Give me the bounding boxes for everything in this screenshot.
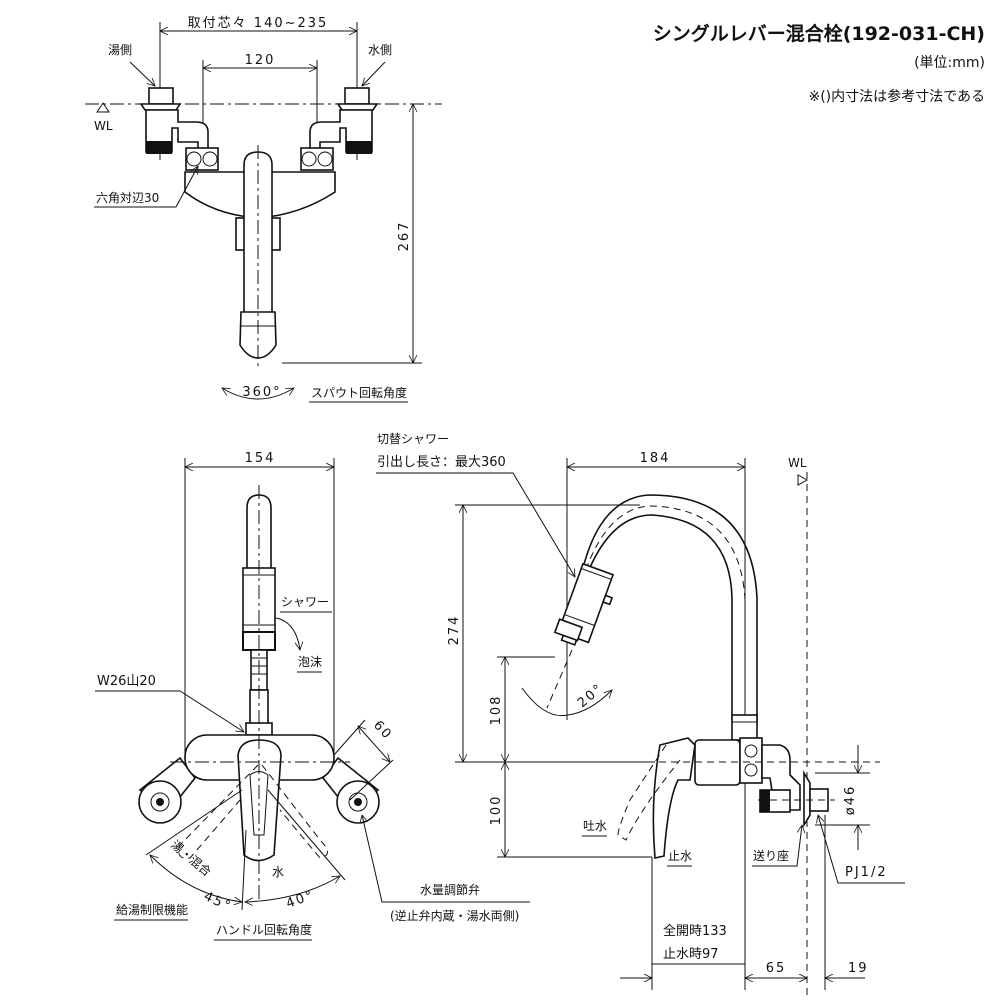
reference-note: ※()内寸法は参考寸法である [808,88,985,105]
height-100-label: 100 [489,795,504,826]
unit-label: (単位:mm) [914,55,985,71]
hot-side-label: 湯側 [108,43,132,57]
stop-open-label: 止水時97 [663,947,719,962]
shower-label: シャワー [281,595,329,609]
handle-rotation-label: ハンドル回転角度 [216,922,312,937]
width-154-label: 154 [245,451,276,466]
hot-angle-label: 45° [201,889,234,915]
cold-angle-label: 40° [284,888,316,912]
product-title: シングルレバー混合栓(192-031-CH) [653,22,985,45]
thread-label: W26山20 [97,674,156,689]
wl-marker-icon [797,474,809,486]
spout-rotation-label: スパウト回転角度 [311,385,407,400]
top-view: 取付芯々 140~235 120 湯側 水側 WL 六角対辺30 [85,16,442,403]
seat-label: 送り座 [753,848,789,863]
reach-184-label: 184 [640,451,671,466]
height-267-label: 267 [397,221,412,252]
inner-pitch-label: 120 [245,53,276,68]
rotation-arrow-icon [222,388,294,400]
wall-line-label: WL [788,456,807,470]
hex-size-label: 六角対辺30 [96,191,159,205]
hot-mix-label: 湯・混合 [168,837,214,879]
depth-65-label: 65 [766,961,787,976]
height-274-label: 274 [447,615,462,646]
cold-side-label: 水側 [368,43,392,57]
pipe-label: PJ1/2 [845,865,888,880]
side-view: 切替シャワー 引出し長さ：最大360 184 WL [376,432,905,995]
valve-note-label: (逆止弁内蔵・湯水両側) [390,908,519,923]
pull-length-label: 引出し長さ：最大360 [377,455,506,470]
wl-triangle-icon [96,102,110,113]
foam-label: 泡沫 [298,655,322,669]
valve-label: 水量調節弁 [420,882,480,897]
spout-water-label: 吐水 [583,819,607,833]
stop-water-label: 止水 [668,849,692,863]
full-open-label: 全開時133 [663,923,727,939]
diameter-46-label: ø46 [843,785,858,816]
hot-limit-label: 給湯制限機能 [116,902,188,917]
offset-60-label: 60 [370,718,395,743]
shower-switch-label: 切替シャワー [377,432,449,446]
mount-pitch-label: 取付芯々 140~235 [188,16,329,31]
cold-label: 水 [272,865,284,879]
seat-depth-19-label: 19 [848,961,869,976]
height-108-label: 108 [489,695,504,726]
front-view: 154 シャワー 泡沫 W26山20 60 [95,451,530,941]
wl-label: WL [94,119,113,133]
spout-angle-label: 360° [242,385,281,400]
